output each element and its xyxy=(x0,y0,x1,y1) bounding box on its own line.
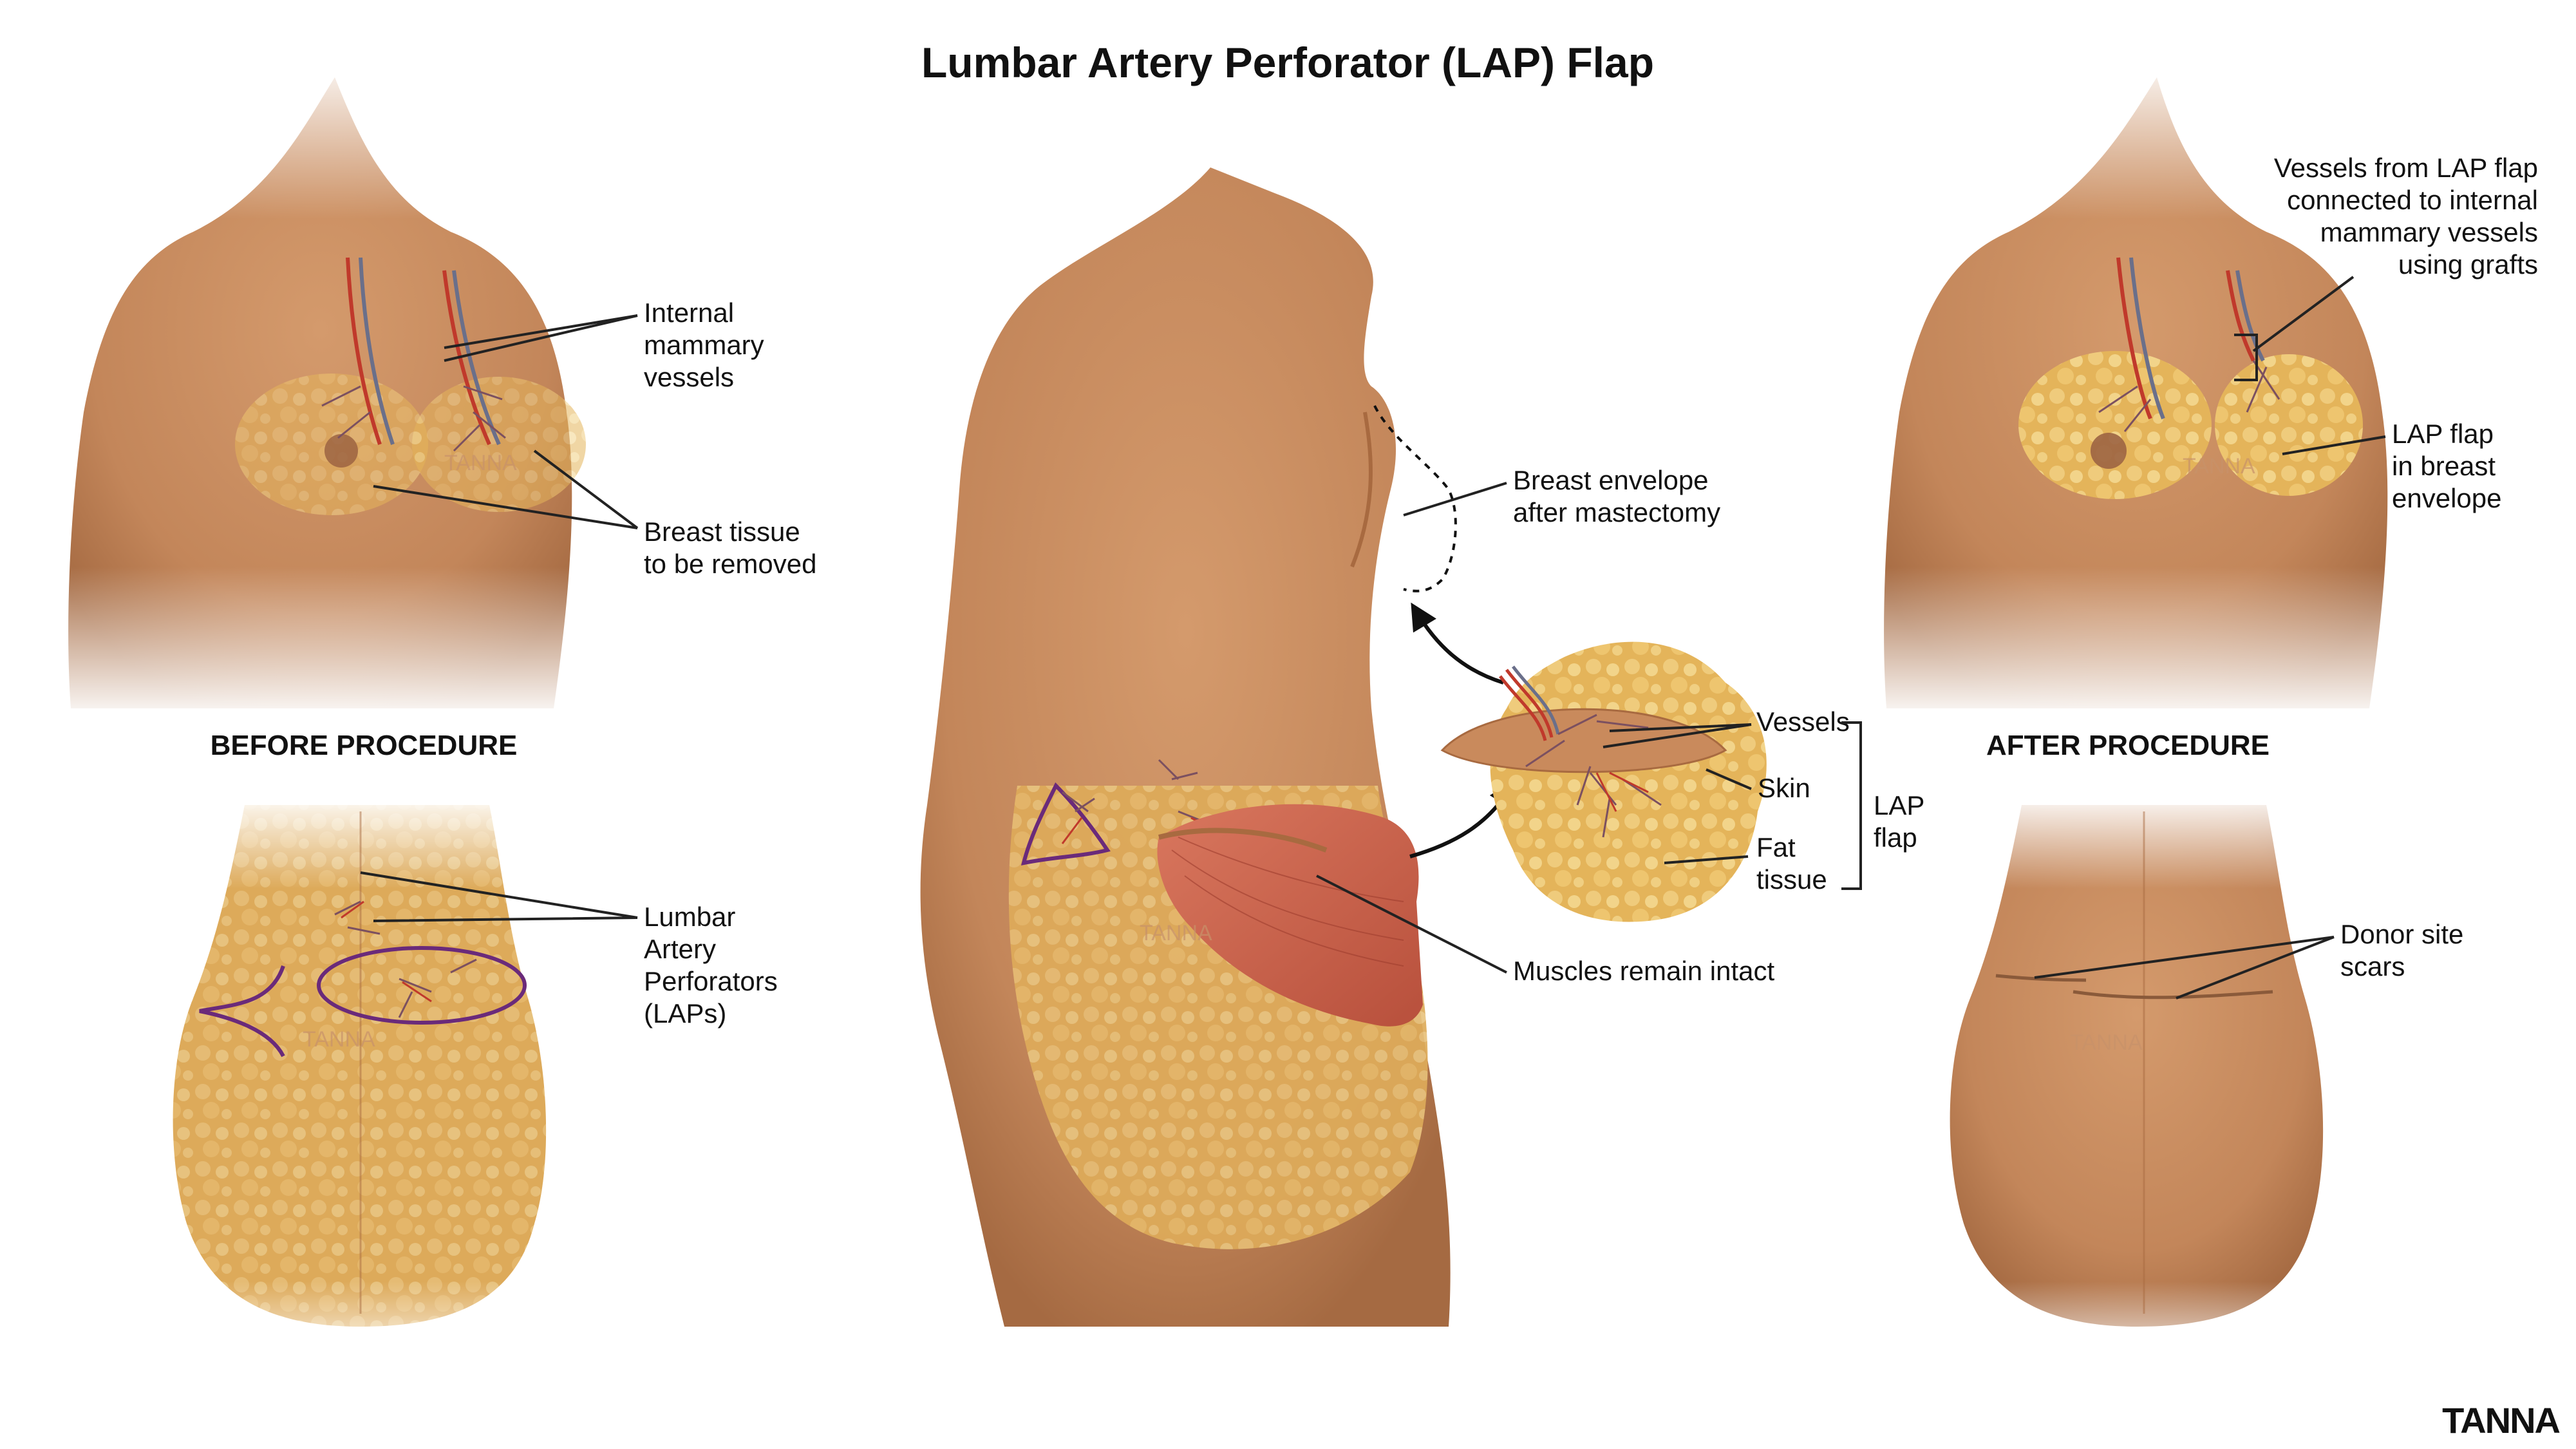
muscle-exposed xyxy=(1157,804,1423,1027)
center-figure: TANNA xyxy=(920,167,1451,1327)
label-connected-line2: connected to internal xyxy=(2287,185,2538,215)
label-fat-line2: tissue xyxy=(1756,864,1827,895)
watermark-before-back: TANNA xyxy=(303,1027,375,1052)
watermark-before-front: TANNA xyxy=(444,451,517,475)
donor-scar-left xyxy=(1995,974,2087,982)
brand-logo: TANNA xyxy=(2442,1400,2559,1441)
label-breast-tissue-line2: to be removed xyxy=(644,549,817,579)
label-lumbar-line1: Lumbar xyxy=(644,902,735,932)
after-front-torso: TANNA xyxy=(1867,52,2421,721)
label-donor-line2: scars xyxy=(2340,951,2405,981)
label-lumbar-line3: Perforators xyxy=(644,966,778,996)
label-lumbar-line2: Artery xyxy=(644,934,716,964)
label-lap-flap-line1: LAP xyxy=(1874,790,1924,820)
label-envelope-line2: in breast xyxy=(2392,451,2496,481)
label-internal-mammary-line1: Internal xyxy=(644,298,734,328)
watermark-after-front: TANNA xyxy=(2183,454,2255,478)
before-back-torso: TANNA xyxy=(161,792,573,1372)
label-envelope-line1: LAP flap xyxy=(2392,419,2494,449)
label-envelope-line3: envelope xyxy=(2392,483,2501,513)
page-title: Lumbar Artery Perforator (LAP) Flap xyxy=(921,39,1654,86)
label-vessels-text: Vessels xyxy=(1756,706,1850,737)
flap-skin-island xyxy=(1440,708,1727,773)
after-procedure-heading: AFTER PROCEDURE xyxy=(1986,730,2270,761)
breast-tissue-left xyxy=(235,374,428,515)
label-muscles-intact: Muscles remain intact xyxy=(1316,875,1774,986)
internal-mammary-vessels-before xyxy=(321,257,506,452)
label-muscles-text: Muscles remain intact xyxy=(1513,956,1774,986)
label-breast-tissue-line1: Breast tissue xyxy=(644,516,800,547)
label-connected-line1: Vessels from LAP flap xyxy=(2274,153,2538,183)
reconstructed-breast-right xyxy=(2215,354,2363,496)
label-lap-flap-line2: flap xyxy=(1874,822,1917,853)
label-donor-line1: Donor site xyxy=(2340,919,2463,949)
label-internal-mammary-line2: mammary xyxy=(644,330,764,360)
label-internal-mammary-line3: vessels xyxy=(644,362,734,392)
label-connected-line4: using grafts xyxy=(2398,249,2538,279)
label-lumbar-line4: (LAPs) xyxy=(644,998,726,1028)
label-skin-text: Skin xyxy=(1758,773,1810,803)
label-breast-envelope-line2: after mastectomy xyxy=(1513,497,1720,527)
after-back-torso: TANNA xyxy=(1938,792,2350,1372)
watermark-after-back: TANNA xyxy=(2070,1030,2143,1055)
label-vessels: Vessels xyxy=(1603,706,1850,748)
label-breast-envelope-line1: Breast envelope xyxy=(1513,465,1709,495)
breast-envelope-outline xyxy=(1373,405,1457,592)
donor-scar-right xyxy=(2073,990,2273,999)
before-procedure-heading: BEFORE PROCEDURE xyxy=(211,730,518,761)
before-front-torso: TANNA xyxy=(52,52,605,721)
label-connected-line3: mammary vessels xyxy=(2320,217,2538,247)
lap-flap-detail xyxy=(1440,641,1767,922)
label-fat-line1: Fat xyxy=(1756,832,1796,862)
arrow-to-envelope xyxy=(1411,602,1504,685)
incision-outline-before xyxy=(317,946,527,1025)
label-skin: Skin xyxy=(1706,768,1810,803)
watermark-center: TANNA xyxy=(1140,921,1212,945)
reconstructed-breast-left xyxy=(2018,351,2212,499)
